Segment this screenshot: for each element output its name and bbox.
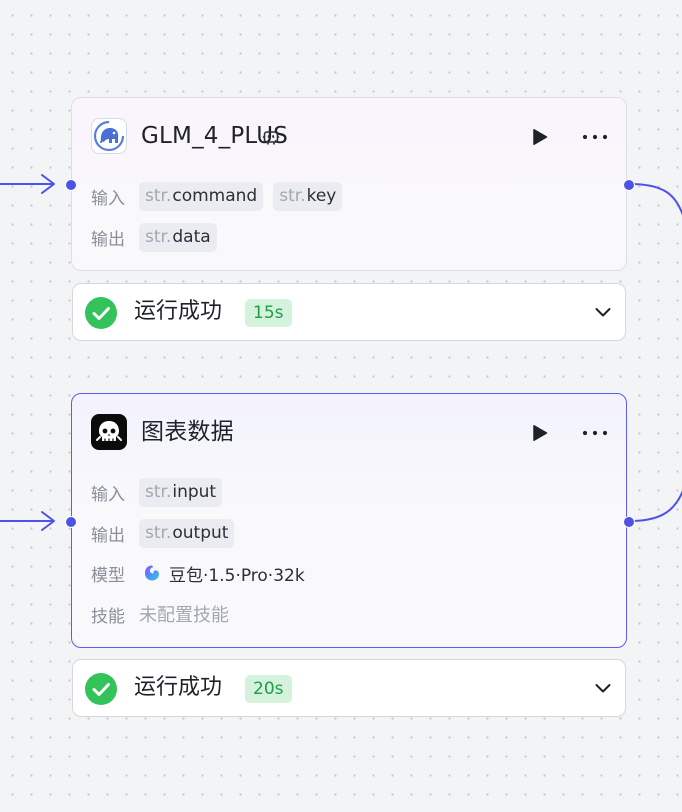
inputs-row: 输入 str. command str. key xyxy=(91,181,352,211)
outgoing-edge-2 xyxy=(629,490,682,522)
node-header: 图表数据 xyxy=(91,414,608,452)
param-type: str. xyxy=(279,186,306,206)
chevron-down-icon[interactable] xyxy=(595,306,611,318)
param-name: command xyxy=(172,186,258,206)
skull-icon xyxy=(91,414,127,450)
chevron-down-icon[interactable] xyxy=(595,682,611,694)
model-name: 豆包·1.5·Pro·32k xyxy=(169,565,305,586)
workflow-node-glm[interactable]: GLM_4_PLUS 输入 str. command str. key 输出 s… xyxy=(71,97,627,271)
status-text: 运行成功 xyxy=(134,675,223,700)
model-label: 模型 xyxy=(91,565,125,586)
duration-badge: 20s xyxy=(245,675,292,703)
output-port[interactable] xyxy=(623,516,635,528)
output-param-tag: str. output xyxy=(139,518,235,548)
param-name: input xyxy=(172,482,217,502)
doubao-model-icon xyxy=(145,565,159,581)
input-port[interactable] xyxy=(65,179,77,191)
duration-badge: 15s xyxy=(245,299,292,327)
input-param-tag: str. key xyxy=(273,181,343,211)
outgoing-edge-1 xyxy=(629,183,682,216)
skills-value: 未配置技能 xyxy=(139,605,229,626)
success-check-icon xyxy=(85,297,117,329)
incoming-edge-2-arrow xyxy=(41,511,55,531)
input-param-tag: str. command xyxy=(139,181,264,211)
param-type: str. xyxy=(145,227,172,247)
robot-icon xyxy=(262,131,280,145)
run-status-bar[interactable]: 运行成功 15s xyxy=(72,283,626,341)
input-port[interactable] xyxy=(65,516,77,528)
param-name: key xyxy=(306,186,337,206)
node-header: GLM_4_PLUS xyxy=(91,118,608,156)
output-param-tag: str. data xyxy=(139,222,217,252)
glm-elephant-icon xyxy=(91,118,127,154)
status-text: 运行成功 xyxy=(134,299,223,324)
inputs-label: 输入 xyxy=(91,484,125,505)
more-options-icon[interactable] xyxy=(582,424,608,442)
outputs-label: 输出 xyxy=(91,229,125,250)
input-param-tag: str. input xyxy=(139,477,223,507)
outputs-label: 输出 xyxy=(91,525,125,546)
skills-row: 技能 未配置技能 xyxy=(91,600,229,628)
param-type: str. xyxy=(145,523,172,543)
incoming-edge-1-arrow xyxy=(41,174,55,194)
param-type: str. xyxy=(145,186,172,206)
param-type: str. xyxy=(145,482,172,502)
success-check-icon xyxy=(85,673,117,705)
node-title: 图表数据 xyxy=(141,419,234,445)
model-row: 模型 豆包·1.5·Pro·32k xyxy=(91,559,305,587)
inputs-row: 输入 str. input xyxy=(91,477,232,507)
param-name: output xyxy=(172,523,229,543)
workflow-node-chart-data[interactable]: 图表数据 输入 str. input 输出 str. output 模型 xyxy=(71,393,627,648)
run-status-bar[interactable]: 运行成功 20s xyxy=(72,659,626,717)
inputs-label: 输入 xyxy=(91,188,125,209)
node-title: GLM_4_PLUS xyxy=(141,123,289,149)
more-options-icon[interactable] xyxy=(582,128,608,146)
run-play-icon[interactable] xyxy=(532,128,548,146)
outputs-row: 输出 str. output xyxy=(91,518,244,548)
output-port[interactable] xyxy=(623,179,635,191)
param-name: data xyxy=(172,227,211,247)
run-play-icon[interactable] xyxy=(532,424,548,442)
outputs-row: 输出 str. data xyxy=(91,222,227,252)
skills-label: 技能 xyxy=(91,606,125,627)
